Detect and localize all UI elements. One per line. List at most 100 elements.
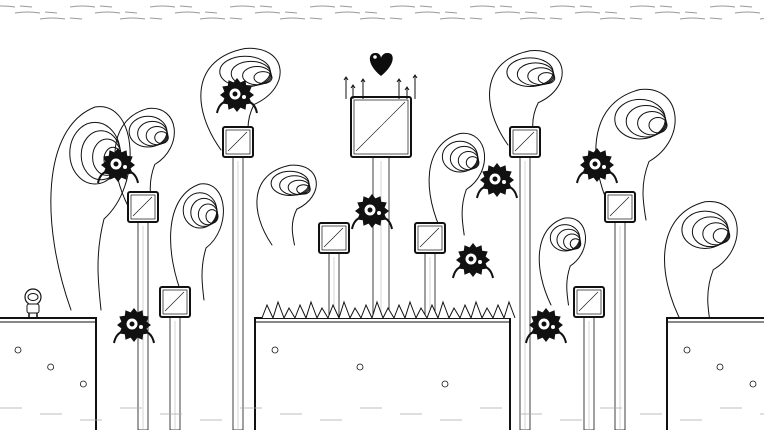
enemies bbox=[97, 78, 618, 344]
horn-pipe bbox=[428, 132, 486, 236]
stone-block bbox=[127, 191, 159, 223]
water-surface bbox=[0, 5, 764, 20]
enemy-leg bbox=[452, 265, 464, 279]
water-line bbox=[414, 11, 458, 14]
enemy-spot bbox=[478, 260, 482, 264]
block-frame bbox=[350, 96, 412, 158]
platforms bbox=[0, 300, 764, 430]
block-inner bbox=[417, 225, 443, 251]
horn-pipes bbox=[50, 47, 738, 326]
water-line bbox=[709, 5, 753, 8]
horn-ring bbox=[712, 228, 731, 244]
pebble bbox=[79, 380, 87, 388]
player-legs bbox=[28, 313, 38, 318]
spike bbox=[349, 306, 362, 319]
stone-block bbox=[343, 74, 418, 158]
horn-outline bbox=[50, 106, 131, 311]
horn-ring bbox=[691, 216, 730, 248]
block-shine bbox=[419, 227, 440, 248]
spike bbox=[426, 303, 439, 319]
enemy-spot bbox=[377, 211, 381, 215]
horn-ring bbox=[556, 228, 581, 251]
water-line bbox=[654, 11, 698, 14]
spike bbox=[305, 300, 318, 319]
spike bbox=[272, 300, 285, 319]
block-inner bbox=[130, 194, 156, 220]
horn-outline bbox=[538, 217, 586, 306]
heart-icon bbox=[369, 52, 393, 76]
block-frame bbox=[414, 222, 446, 254]
spike bbox=[492, 303, 505, 319]
enemy-leg bbox=[113, 330, 125, 344]
spike bbox=[459, 303, 472, 319]
water-line bbox=[199, 17, 243, 20]
block-shine bbox=[514, 131, 535, 152]
horn-ring bbox=[449, 145, 479, 172]
block-shine bbox=[132, 196, 153, 217]
horn-outline bbox=[664, 201, 738, 326]
antenna-tip bbox=[404, 86, 410, 91]
block-frame bbox=[159, 286, 191, 318]
block-shine bbox=[609, 196, 630, 217]
enemy-spot bbox=[602, 165, 606, 169]
water-line bbox=[119, 17, 163, 20]
waterfall bbox=[614, 221, 626, 430]
spike bbox=[283, 306, 296, 319]
water-line bbox=[149, 5, 193, 8]
block-frame bbox=[222, 126, 254, 158]
ground-platform bbox=[0, 317, 97, 430]
spike bbox=[393, 303, 406, 319]
enemy-pupil bbox=[129, 321, 135, 327]
waterfall bbox=[169, 316, 181, 430]
enemy-leg bbox=[351, 216, 363, 230]
block-shine bbox=[164, 291, 185, 312]
spike bbox=[360, 303, 373, 319]
enemy-leg bbox=[506, 185, 518, 199]
enemy-leg bbox=[381, 216, 393, 230]
stone-block bbox=[573, 286, 605, 318]
horn-outline bbox=[428, 132, 486, 236]
antenna-tip bbox=[396, 78, 402, 83]
enemy-leg bbox=[143, 330, 155, 344]
spike bbox=[448, 306, 461, 319]
player-visor bbox=[27, 293, 39, 301]
water-line bbox=[229, 5, 273, 8]
horn-ring bbox=[154, 131, 169, 145]
stone-block bbox=[509, 126, 541, 158]
pebble bbox=[47, 363, 55, 371]
horn-ring bbox=[205, 209, 219, 224]
block-inner bbox=[321, 225, 347, 251]
block-inner bbox=[225, 129, 251, 155]
stone-block bbox=[159, 286, 191, 318]
water-line bbox=[309, 5, 353, 8]
water-line bbox=[174, 11, 218, 14]
horn-ring bbox=[279, 175, 310, 196]
enemy-spot bbox=[242, 95, 246, 99]
heart-pickup[interactable] bbox=[369, 52, 393, 76]
block-frame bbox=[509, 126, 541, 158]
block-shine bbox=[355, 101, 406, 152]
spike bbox=[327, 303, 340, 319]
enemy-spot bbox=[139, 325, 143, 329]
horn-ring bbox=[569, 238, 582, 250]
water-line bbox=[549, 5, 593, 8]
horn-ring bbox=[253, 71, 273, 85]
horn-ring bbox=[190, 197, 218, 227]
block-inner bbox=[607, 194, 633, 220]
block-inner bbox=[162, 289, 188, 315]
fuzzy-enemy bbox=[525, 308, 567, 344]
water-line bbox=[734, 11, 761, 14]
water-line bbox=[254, 11, 298, 14]
pebble bbox=[271, 346, 279, 354]
spike bbox=[294, 303, 307, 319]
horn-ring bbox=[648, 117, 668, 134]
antenna-tip bbox=[360, 78, 366, 83]
enemy-pupil bbox=[367, 207, 373, 213]
enemy-leg bbox=[246, 100, 258, 114]
pebble bbox=[716, 363, 724, 371]
stone-block bbox=[222, 126, 254, 158]
enemy-leg bbox=[216, 100, 228, 114]
spike bbox=[338, 300, 351, 319]
